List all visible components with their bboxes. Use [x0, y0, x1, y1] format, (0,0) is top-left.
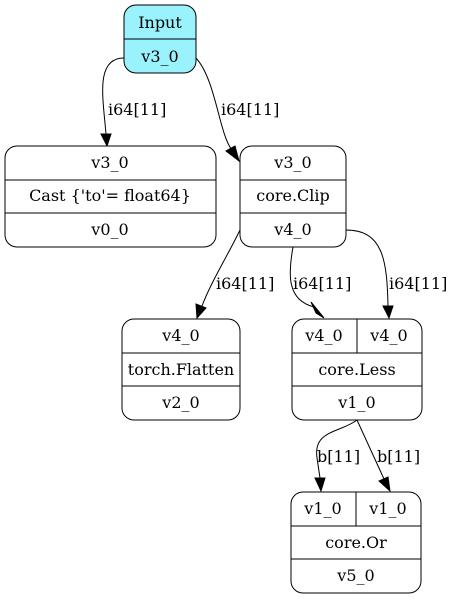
edge-clip-to-less-a: i64[11] — [289, 246, 351, 319]
node-flatten-output: v2_0 — [161, 393, 199, 412]
edge-clip-to-flatten: i64[11] — [195, 229, 274, 320]
node-input[interactable]: Input v3_0 — [123, 4, 197, 74]
edge-input-to-cast: i64[11] — [100, 57, 166, 148]
edge-label-input-clip: i64[11] — [221, 100, 279, 119]
node-or-output: v5_0 — [336, 566, 374, 585]
edge-input-to-clip: i64[11] — [195, 57, 279, 163]
edge-label-input-cast: i64[11] — [108, 100, 166, 119]
node-input-title: Input — [138, 13, 182, 32]
node-cast-op: Cast {'to'= float64} — [29, 186, 191, 205]
edge-less-to-or-b: b[11] — [356, 419, 420, 493]
node-or-input-b: v1_0 — [368, 499, 406, 518]
node-clip[interactable]: v3_0 core.Clip v4_0 — [239, 145, 347, 248]
edge-less-to-or-a: b[11] — [314, 419, 360, 493]
edge-label-clip-less-a: i64[11] — [293, 274, 351, 293]
edge-clip-to-less-b: i64[11] — [345, 229, 447, 320]
node-less-output: v1_0 — [337, 393, 375, 412]
node-cast-input: v3_0 — [90, 153, 128, 172]
edge-label-less-or-b: b[11] — [377, 447, 420, 466]
node-less-input-b: v4_0 — [369, 326, 407, 345]
node-clip-input: v3_0 — [273, 153, 311, 172]
node-flatten[interactable]: v4_0 torch.Flatten v2_0 — [121, 318, 241, 421]
edge-label-clip-less-b: i64[11] — [389, 274, 447, 293]
node-less[interactable]: v4_0 v4_0 core.Less v1_0 — [291, 318, 423, 421]
node-less-op: core.Less — [318, 360, 395, 379]
node-input-output: v3_0 — [140, 47, 178, 66]
node-clip-output: v4_0 — [273, 220, 311, 239]
node-flatten-op: torch.Flatten — [128, 360, 234, 379]
edge-label-less-or-a: b[11] — [317, 447, 360, 466]
node-or-op: core.Or — [325, 533, 387, 552]
node-less-input-a: v4_0 — [304, 326, 342, 345]
node-or-input-a: v1_0 — [303, 499, 341, 518]
edge-label-clip-flatten: i64[11] — [216, 274, 274, 293]
node-cast[interactable]: v3_0 Cast {'to'= float64} v0_0 — [4, 145, 217, 248]
node-clip-op: core.Clip — [256, 186, 330, 205]
node-cast-output: v0_0 — [90, 220, 128, 239]
node-or[interactable]: v1_0 v1_0 core.Or v5_0 — [290, 491, 422, 594]
node-flatten-input: v4_0 — [161, 326, 199, 345]
